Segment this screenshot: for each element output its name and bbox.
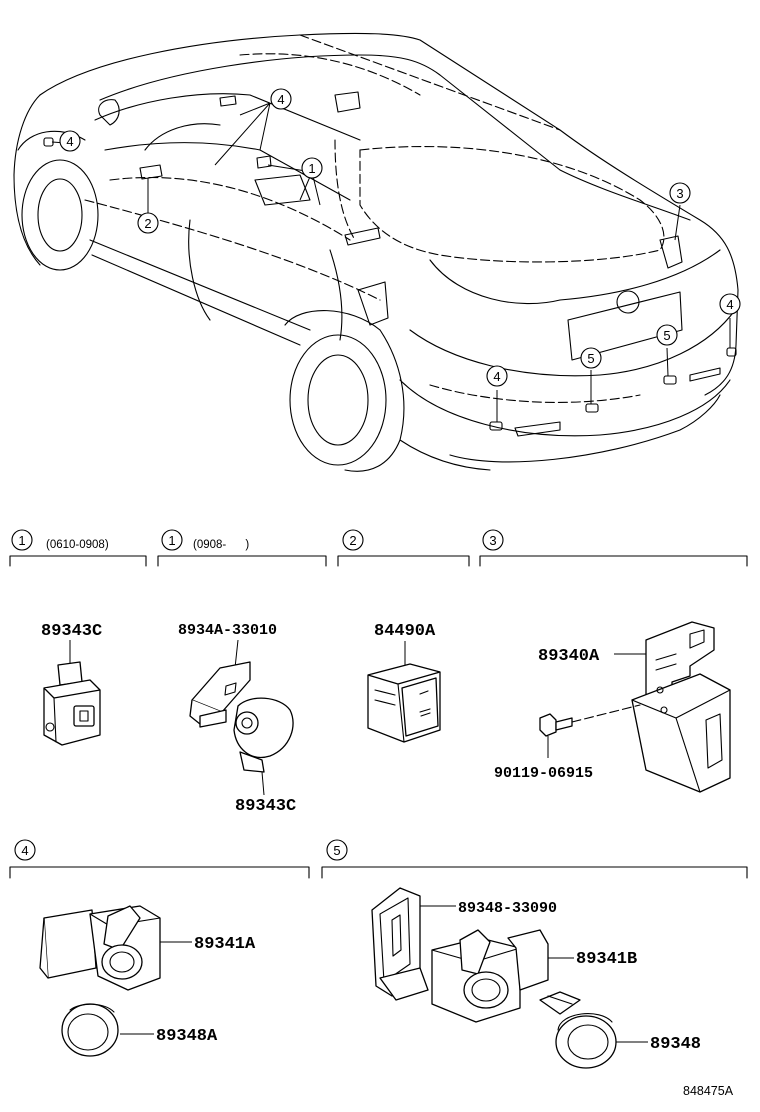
part-number-89341a: 89341A xyxy=(194,935,256,954)
section-1b-number: 1 xyxy=(168,533,175,548)
part-number-89341b: 89341B xyxy=(576,950,637,969)
part-number-90119-06915: 90119-06915 xyxy=(494,765,593,782)
section-1a-number: 1 xyxy=(18,533,25,548)
car-illustration xyxy=(13,32,739,472)
section-2-number: 2 xyxy=(349,533,356,548)
callout-4a-label: 4 xyxy=(277,92,284,107)
part-number-89348: 89348 xyxy=(650,1035,701,1054)
callout-4d-label: 4 xyxy=(493,369,500,384)
part-number-8934a-33010: 8934A-33010 xyxy=(178,622,277,639)
part-number-89343c-b: 89343C xyxy=(235,797,296,816)
callout-5-a: 5 xyxy=(656,324,678,346)
part-8934a-33010: 8934A-33010 xyxy=(178,622,277,728)
section-header-1b: 1 (0908- ) xyxy=(157,529,327,567)
part-number-89348a: 89348A xyxy=(156,1027,218,1046)
callout-3-label: 3 xyxy=(676,186,683,201)
part-90119-06915: 90119-06915 xyxy=(494,704,641,782)
part-89348-33090: 89348-33090 xyxy=(371,887,557,1001)
part-89348a: 89348A xyxy=(61,1003,218,1057)
section-1a-date-range: (0610-0908) xyxy=(46,539,109,551)
callout-1: 1 xyxy=(301,157,323,179)
section-header-2: 2 xyxy=(337,529,470,567)
part-89343c-old: 89343C xyxy=(41,622,102,746)
callout-4-front-b: 4 xyxy=(59,130,81,152)
part-number-84490a: 84490A xyxy=(374,622,436,641)
section-3-number: 3 xyxy=(489,533,496,548)
callout-2: 2 xyxy=(137,212,159,234)
part-number-89340a: 89340A xyxy=(538,647,600,666)
part-89341a: 89341A xyxy=(39,905,256,991)
callout-5-b: 5 xyxy=(580,347,602,369)
part-number-89348-33090: 89348-33090 xyxy=(458,900,557,917)
callout-4-rear-right: 4 xyxy=(719,293,741,315)
callout-5a-label: 5 xyxy=(663,328,670,343)
part-84490a: 84490A xyxy=(367,622,441,743)
callout-2-label: 2 xyxy=(144,216,151,231)
section-header-1a: 1 (0610-0908) xyxy=(9,529,147,567)
callout-4c-label: 4 xyxy=(726,297,733,312)
callout-4-front-a: 4 xyxy=(270,88,292,110)
part-89348: 89348 xyxy=(539,991,701,1069)
part-number-89343c-a: 89343C xyxy=(41,622,102,641)
callout-4b-label: 4 xyxy=(66,134,73,149)
section-4-number: 4 xyxy=(21,843,28,858)
callout-4-rear-left: 4 xyxy=(486,365,508,387)
part-89340a: 89340A xyxy=(538,621,731,793)
section-5-number: 5 xyxy=(333,843,340,858)
callout-5b-label: 5 xyxy=(587,351,594,366)
section-header-3: 3 xyxy=(479,529,748,567)
part-89343c-new: 89343C xyxy=(233,697,296,816)
section-header-5: 5 xyxy=(321,839,748,879)
part-89341b: 89341B xyxy=(431,929,637,1023)
section-header-4: 4 xyxy=(9,839,310,879)
callout-1-label: 1 xyxy=(308,161,315,176)
diagram-reference-code: 848475A xyxy=(683,1084,734,1098)
section-1b-date-range: (0908- ) xyxy=(193,539,249,551)
callout-3: 3 xyxy=(669,182,691,204)
